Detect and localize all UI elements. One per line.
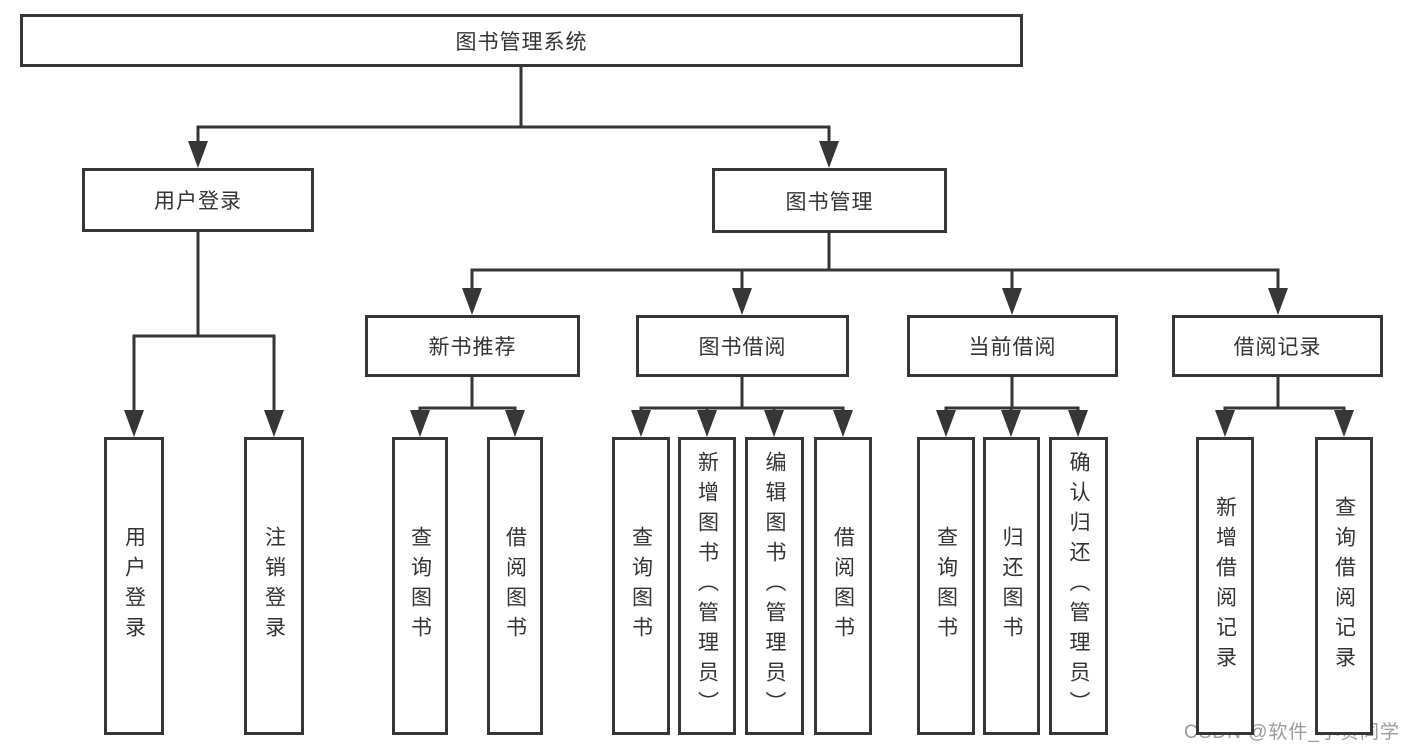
arrowhead-icon [1334,410,1354,437]
node-borrowing-records: 借阅记录 [1172,315,1383,377]
node-leaf-add-borrow-rec: 新增借阅记录 [1196,437,1254,735]
node-label-leaf-user-login: 用户登录 [122,526,146,646]
node-leaf-confirm-return: 确认归还（管理员） [1049,437,1108,735]
node-label-leaf-confirm-return: 确认归还（管理员） [1067,451,1090,721]
arrowhead-icon [505,410,525,437]
node-user-login: 用户登录 [82,168,314,232]
node-label-leaf-query-book-rec: 查询图书 [408,526,432,646]
node-leaf-query-book-cur: 查询图书 [917,437,975,735]
node-leaf-return-book: 归还图书 [983,437,1040,735]
arrowhead-icon [188,141,208,168]
node-current-borrowing: 当前借阅 [907,315,1118,377]
node-label-leaf-edit-book-admin: 编辑图书（管理员） [763,451,786,721]
node-label-leaf-logout: 注销登录 [262,526,286,646]
node-book-borrowing: 图书借阅 [636,315,849,377]
arrowhead-icon [631,410,651,437]
node-leaf-query-borrow-rec: 查询借阅记录 [1315,437,1373,735]
arrowhead-icon [764,410,784,437]
node-leaf-edit-book-admin: 编辑图书（管理员） [745,437,804,735]
node-label-leaf-add-book-admin: 新增图书（管理员） [695,451,719,721]
arrowhead-icon [1215,410,1235,437]
node-leaf-borrow-book-rec: 借阅图书 [487,437,543,735]
node-new-book-recommend: 新书推荐 [365,315,580,377]
node-label-borrowing-records: 借阅记录 [1233,336,1322,359]
node-leaf-borrow-book-bor: 借阅图书 [814,437,872,735]
node-leaf-user-login: 用户登录 [104,437,164,735]
arrowhead-icon [264,410,284,437]
node-leaf-query-book-bor: 查询图书 [612,437,670,735]
node-leaf-logout: 注销登录 [244,437,304,735]
node-label-root: 图书管理系统 [455,30,588,54]
node-label-book-borrowing: 图书借阅 [698,336,787,359]
node-leaf-add-book-admin: 新增图书（管理员） [678,437,736,735]
node-label-leaf-borrow-book-bor: 借阅图书 [831,526,855,646]
node-label-new-book-recommend: 新书推荐 [428,336,517,359]
arrowhead-icon [1002,288,1022,315]
node-label-current-borrowing: 当前借阅 [968,336,1057,359]
arrowhead-icon [697,410,717,437]
node-label-leaf-return-book: 归还图书 [1000,526,1023,646]
arrowhead-icon [936,410,956,437]
node-label-leaf-query-borrow-rec: 查询借阅记录 [1332,496,1356,676]
node-root: 图书管理系统 [20,14,1023,67]
arrowhead-icon [124,410,144,437]
node-label-user-login: 用户登录 [154,190,242,213]
arrowhead-icon [833,410,853,437]
node-label-leaf-query-book-cur: 查询图书 [934,526,958,646]
arrowhead-icon [819,141,839,168]
node-label-book-management: 图书管理 [785,190,874,214]
node-leaf-query-book-rec: 查询图书 [392,437,448,735]
arrowhead-icon [462,288,482,315]
arrowhead-icon [1068,410,1088,437]
node-label-leaf-add-borrow-rec: 新增借阅记录 [1213,496,1237,676]
arrowhead-icon [1268,288,1288,315]
node-label-leaf-borrow-book-rec: 借阅图书 [503,526,527,646]
arrowhead-icon [1001,410,1021,437]
node-label-leaf-query-book-bor: 查询图书 [629,526,653,646]
arrowhead-icon [732,288,752,315]
arrowhead-icon [410,410,430,437]
node-book-management: 图书管理 [712,168,947,233]
